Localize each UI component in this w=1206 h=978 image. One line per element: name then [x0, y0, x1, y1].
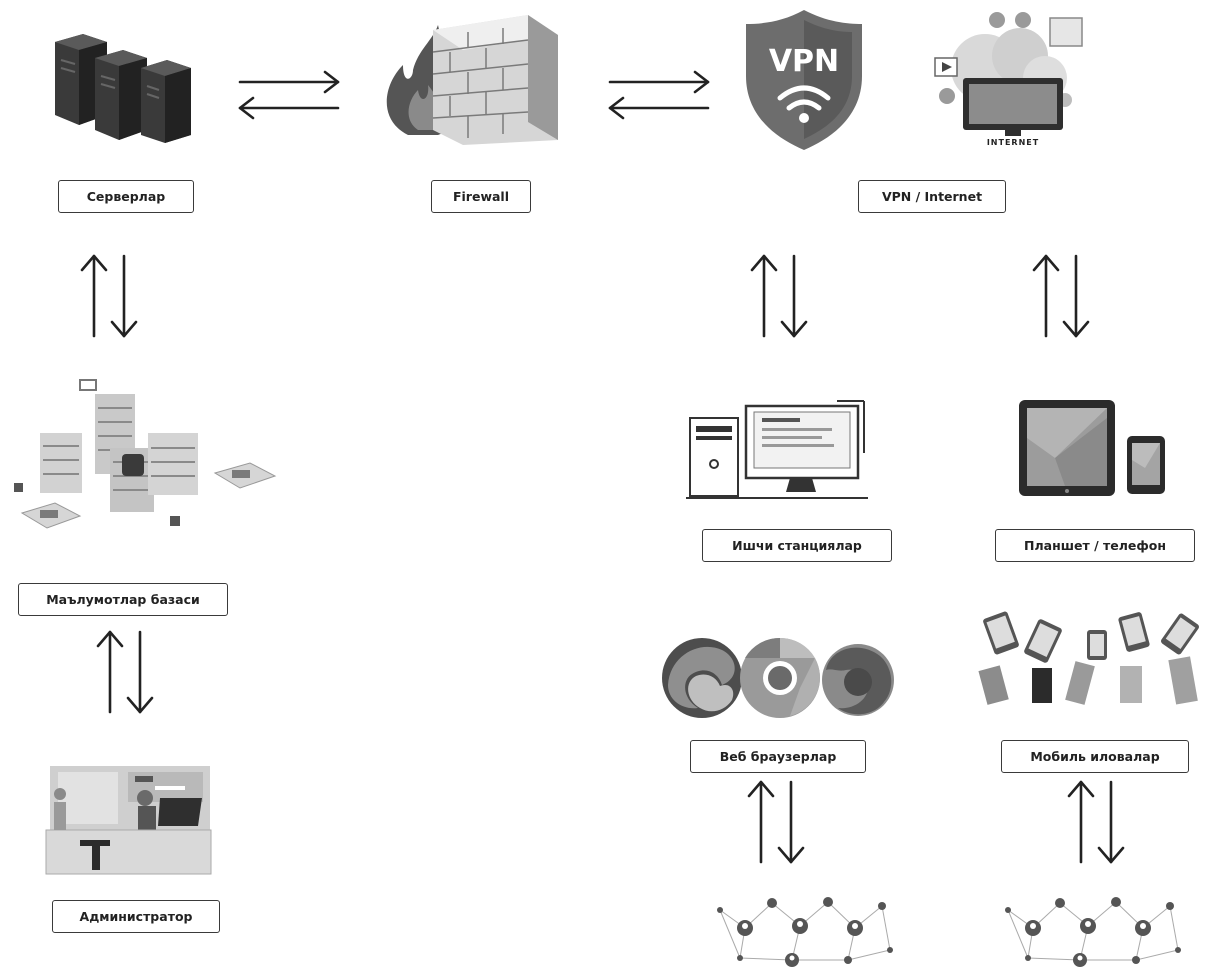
- wifi-icon: [777, 85, 831, 111]
- vpn-internet-label: VPN / Internet: [858, 180, 1006, 213]
- vpn-shield-illustration: VPN: [746, 10, 862, 150]
- phone-icon: [1127, 436, 1165, 494]
- edge-browser-icon: [662, 638, 742, 718]
- server-tower-icon: [141, 60, 191, 143]
- firewall-illustration: [386, 15, 558, 145]
- hands-with-phones-icon: [978, 611, 1199, 705]
- web-browsers-illustration: [662, 637, 894, 718]
- bidirectional-arrow-servers-database: [80, 254, 138, 338]
- tablet-icon: [1019, 400, 1115, 496]
- servers-illustration: [55, 34, 191, 143]
- administrator-illustration: [45, 766, 212, 875]
- admin-person-icon: [45, 766, 212, 875]
- servers-label: Серверлар: [58, 180, 194, 213]
- desktop-computer-icon: [686, 400, 868, 499]
- bidirectional-arrow-mobile-network: [1067, 780, 1125, 864]
- database-illustration: [14, 379, 277, 529]
- mobile-apps-illustration: [978, 611, 1199, 705]
- tablet-phone-label: Планшет / телефон: [995, 529, 1195, 562]
- server-tower-icon: [95, 50, 147, 140]
- firewall-label: Firewall: [431, 180, 531, 213]
- vpn-text: VPN: [769, 44, 839, 79]
- workstations-label: Ишчи станциялар: [702, 529, 892, 562]
- mobile-apps-label: Мобиль иловалар: [1001, 740, 1189, 773]
- bidirectional-arrow-browsers-network: [747, 780, 805, 864]
- user-network-illustration-right: [1005, 897, 1181, 967]
- administrator-label: Администратор: [52, 900, 220, 933]
- internet-illustration: INTERNET: [934, 12, 1083, 147]
- bidirectional-arrow-vpn-workstations: [750, 254, 808, 338]
- monitor-icon: [963, 78, 1063, 136]
- brick-wall-icon: [432, 15, 558, 145]
- bidirectional-arrow-internet-tablet: [1032, 254, 1090, 338]
- chrome-browser-icon: [740, 637, 820, 718]
- tablet-phone-illustration: [1019, 400, 1165, 496]
- firefox-browser-icon: [822, 644, 894, 716]
- bidirectional-arrow-database-admin: [96, 630, 154, 714]
- web-browsers-label: Веб браузерлар: [690, 740, 866, 773]
- database-servers-icon: [14, 379, 277, 529]
- bidirectional-arrow-firewall-vpn: [608, 70, 710, 120]
- user-network-illustration-left: [717, 897, 893, 967]
- bidirectional-arrow-servers-firewall: [238, 70, 340, 120]
- database-label: Маълумотлар базаси: [18, 583, 228, 616]
- internet-text: INTERNET: [987, 138, 1039, 147]
- workstation-illustration: [686, 400, 868, 499]
